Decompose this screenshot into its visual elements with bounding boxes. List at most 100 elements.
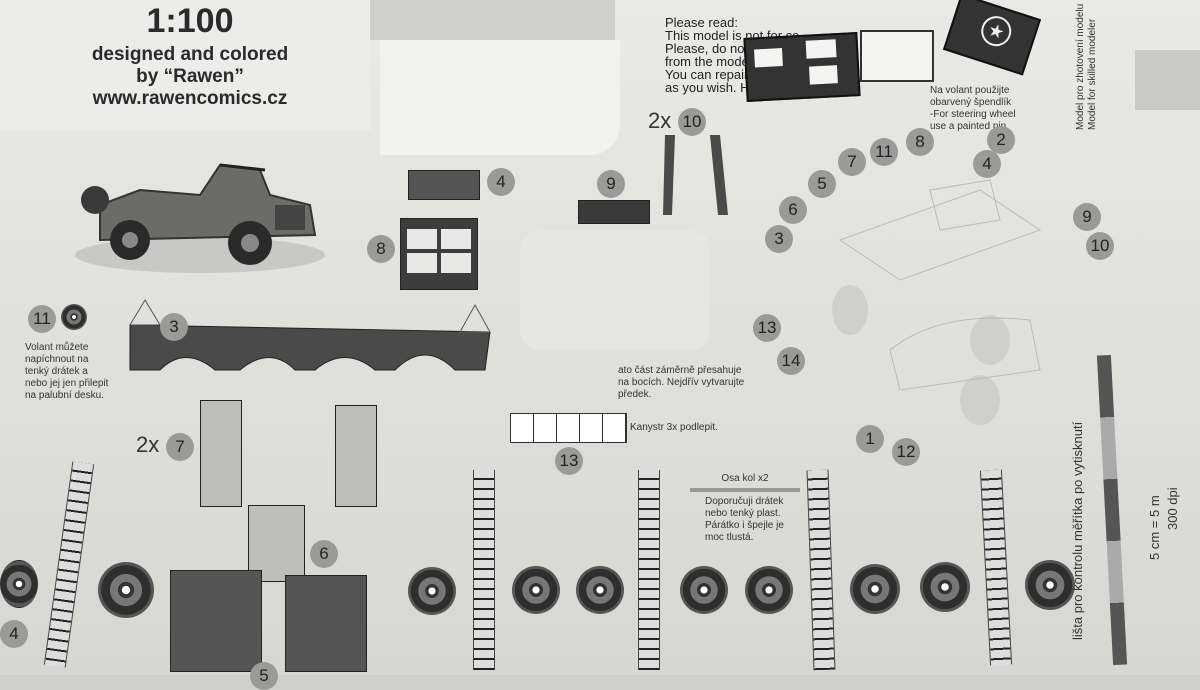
note-line: Párátko i špejle je <box>705 520 784 531</box>
folded-tab <box>808 65 838 85</box>
notice-line: as you wish. Have <box>665 80 771 95</box>
assembly-diagram <box>832 179 1042 425</box>
wheel-part <box>745 566 793 614</box>
notice-line: Please read: <box>665 15 738 30</box>
tire-tread-strip <box>638 470 660 670</box>
folded-white-part <box>860 30 934 82</box>
part-number: 5 <box>250 662 278 690</box>
part-number: 9 <box>1073 203 1101 231</box>
part-number: 12 <box>892 438 920 466</box>
scale-text: lišta pro kontrolu měřítka po vytisknutí <box>1070 421 1085 640</box>
wheel-part <box>680 566 728 614</box>
wheel-note: Volant můžete napíchnout na tenký drátek… <box>25 342 125 402</box>
part-seat-sides <box>663 135 728 215</box>
window-pane <box>407 253 437 273</box>
note-line: Volant můžete <box>25 342 89 353</box>
steering-note: Na volant použijte obarvený špendlík -Fo… <box>930 85 1040 133</box>
part-number: 5 <box>808 170 836 198</box>
tire-tread-strip <box>43 461 95 668</box>
axle-bar <box>690 488 800 492</box>
folded-bonnet-part <box>743 32 861 102</box>
notice-line: You can repaint <box>665 67 755 82</box>
window-pane <box>441 229 471 249</box>
part-number: 3 <box>765 225 793 253</box>
note-line: Na volant použijte <box>930 85 1010 96</box>
part-windshield <box>400 218 478 290</box>
part-number: 3 <box>160 313 188 341</box>
part-number: 4 <box>973 150 1001 178</box>
wheel-part <box>1025 560 1075 610</box>
website-text: www.rawencomics.cz <box>92 88 288 109</box>
note-line: use a painted pin. <box>930 121 1009 132</box>
note-line: nebo jej jen přilepit <box>25 378 109 389</box>
multiplier-label: 2x <box>136 432 160 457</box>
note-line: Model pro zhotovení modelu <box>1075 3 1086 130</box>
part-number: 10 <box>1086 232 1114 260</box>
part-hood <box>408 170 480 200</box>
notice-line: from the model <box>665 54 752 69</box>
part-number: 13 <box>555 447 583 475</box>
part-number: 10 <box>678 108 706 136</box>
note-line: nebo tenký plast. <box>705 508 781 519</box>
part-number: 6 <box>310 540 338 568</box>
part-number: 2 <box>987 126 1015 154</box>
tire-tread-strip <box>806 469 836 671</box>
notice-block: Please read: This model is not for co Pl… <box>665 16 865 94</box>
side-vertical-text: Model pro zhotovení modelu Model for ski… <box>1075 0 1099 130</box>
folded-tab <box>754 48 783 68</box>
title-area <box>0 0 370 130</box>
part-number: 8 <box>906 128 934 156</box>
note-line: ato část záměrně přesahuje <box>618 365 742 376</box>
tire-tread-strip <box>979 469 1013 666</box>
scale-bar <box>1096 354 1128 666</box>
part-number: 9 <box>597 170 625 198</box>
part-number: 8 <box>367 235 395 263</box>
part-number: 4 <box>0 620 28 648</box>
cut-void-top <box>370 0 615 40</box>
part-fender-left <box>170 570 262 672</box>
part-box <box>248 505 305 582</box>
note-line: předek. <box>618 389 652 400</box>
designed-text: designed and colored <box>91 44 289 65</box>
multiplier-label: 2x <box>648 108 672 133</box>
part-number: 6 <box>779 196 807 224</box>
part-number: 4 <box>487 168 515 196</box>
part-seat-left <box>200 400 242 507</box>
part-number: 7 <box>838 148 866 176</box>
cut-flap <box>380 40 620 155</box>
cut-void-middle <box>520 230 710 350</box>
note-line: moc tlustá. <box>705 532 754 543</box>
note-line: Model for skilled modeler <box>1087 18 1098 130</box>
note-line: Doporučuji drátek <box>705 496 784 507</box>
note-line: tenký drátek a <box>25 366 88 377</box>
window-pane <box>441 253 471 273</box>
part-number: 1 <box>856 425 884 453</box>
part-seat-right <box>335 405 377 507</box>
scale-text: 5 cm = 5 m <box>1147 495 1162 560</box>
tire-tread-strip <box>473 470 495 670</box>
author-text: by “Rawen” <box>136 66 244 87</box>
wheel-part <box>408 567 456 615</box>
folded-box-star: ★ <box>942 0 1042 76</box>
part-number: 14 <box>777 347 805 375</box>
wheel-part <box>576 566 624 614</box>
note-line: na palubní desku. <box>25 390 104 401</box>
wheel-part <box>98 562 154 618</box>
part-number: 13 <box>753 314 781 342</box>
part-canister <box>510 413 627 443</box>
star-icon: ★ <box>977 12 1016 51</box>
notice-line: Please, do not <box>665 41 749 56</box>
front-note: ato část záměrně přesahuje na bocích. Ne… <box>618 365 768 401</box>
axle-note: Osa kol x2 <box>690 473 800 492</box>
part-dashboard <box>129 299 491 371</box>
wheel-part <box>920 562 970 612</box>
note-line: -For steering wheel <box>930 109 1016 120</box>
part-number: 11 <box>870 138 898 166</box>
part-number: 7 <box>166 433 194 461</box>
note-line: obarvený špendlík <box>930 97 1012 108</box>
wheel-part <box>512 566 560 614</box>
scale-title: 1:100 <box>146 2 234 40</box>
scale-text: 300 dpi <box>1165 487 1180 530</box>
jeep-illustration <box>75 163 325 273</box>
